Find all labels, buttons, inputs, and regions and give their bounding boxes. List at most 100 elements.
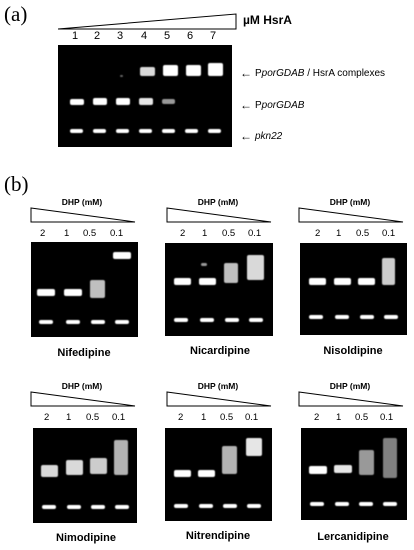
lane-number: 5 xyxy=(164,30,171,42)
control-band xyxy=(359,502,373,506)
conc-label: 2 xyxy=(314,412,320,423)
control-band xyxy=(199,504,213,508)
control-band xyxy=(208,129,221,133)
lane-number: 1 xyxy=(72,30,79,42)
complex-suffix: / HsrA complexes xyxy=(304,67,386,79)
dhp-label: DHP (mM) xyxy=(61,381,103,391)
arrow-left-icon: ← xyxy=(240,98,252,112)
hsra-gradient-triangle xyxy=(58,13,237,30)
free-probe-band xyxy=(70,99,84,105)
control-band xyxy=(174,318,188,322)
complex-band xyxy=(247,255,264,280)
conc-label: 0.1 xyxy=(245,412,259,423)
free-probe-band xyxy=(116,98,130,105)
complex-band xyxy=(198,470,215,477)
drug-name: Nitrendipine xyxy=(185,530,251,542)
complex-band xyxy=(309,278,326,285)
gel-lercanidipine xyxy=(301,428,407,520)
dhp-label: DHP (mM) xyxy=(197,381,239,391)
control-band xyxy=(223,504,237,508)
control-band xyxy=(91,505,105,509)
complex-band xyxy=(309,466,327,474)
free-probe-band xyxy=(139,98,153,105)
complex-band xyxy=(383,438,397,478)
control-band xyxy=(384,315,398,319)
control-annotation: ← pkn22 xyxy=(240,129,282,143)
complex-band xyxy=(113,252,131,259)
complex-band xyxy=(114,440,128,475)
dhp-gradient-triangle xyxy=(30,207,136,223)
conc-label: 1 xyxy=(201,412,207,423)
conc-label: 0.1 xyxy=(110,228,124,239)
free-probe-band xyxy=(93,98,107,105)
conc-label: 0.5 xyxy=(83,228,97,239)
control-band xyxy=(309,315,323,319)
conc-label: 0.5 xyxy=(356,228,370,239)
complex-band xyxy=(208,63,223,76)
control-band xyxy=(39,320,53,324)
complex-band xyxy=(201,263,207,266)
free-gene: porGDAB xyxy=(261,99,305,111)
complex-band xyxy=(199,278,216,285)
drug-name: Nimodipine xyxy=(56,532,116,544)
arrow-left-icon: ← xyxy=(240,66,252,80)
complex-band xyxy=(41,465,58,477)
dhp-gradient-triangle xyxy=(298,207,404,223)
control-band xyxy=(70,129,83,133)
control-band xyxy=(42,505,56,509)
hsra-concentration-header: µM HsrA xyxy=(243,13,292,27)
lane-number: 2 xyxy=(94,30,101,42)
conc-label: 0.5 xyxy=(222,228,236,239)
conc-label: 0.5 xyxy=(355,412,369,423)
lane-number: 4 xyxy=(141,30,148,42)
gel-nimodipine xyxy=(33,428,137,523)
complex-band xyxy=(246,438,262,456)
control-band xyxy=(249,318,263,322)
conc-label: 0.1 xyxy=(248,228,262,239)
conc-label: 2 xyxy=(178,412,184,423)
conc-label: 1 xyxy=(64,228,70,239)
gel-nisoldipine xyxy=(300,243,407,335)
dhp-gradient-triangle xyxy=(30,391,136,407)
conc-label: 2 xyxy=(44,412,50,423)
complex-band xyxy=(163,65,178,76)
dhp-label: DHP (mM) xyxy=(329,381,371,391)
control-band xyxy=(67,505,81,509)
gel-panel-a xyxy=(58,45,232,147)
complex-band xyxy=(224,263,238,283)
conc-label: 1 xyxy=(202,228,208,239)
conc-label: 1 xyxy=(336,228,342,239)
control-band xyxy=(116,129,129,133)
dhp-label: DHP (mM) xyxy=(329,197,371,207)
control-band xyxy=(185,129,198,133)
gel-nifedipine xyxy=(31,242,138,337)
lane-number: 7 xyxy=(210,30,217,42)
complex-band xyxy=(359,450,374,475)
complex-band xyxy=(66,460,83,475)
control-band xyxy=(162,129,175,133)
conc-label: 2 xyxy=(315,228,321,239)
conc-label: 0.5 xyxy=(86,412,100,423)
complex-band xyxy=(174,470,191,477)
control-band xyxy=(91,320,105,324)
control-band xyxy=(200,318,214,322)
conc-label: 1 xyxy=(66,412,72,423)
complex-band xyxy=(140,67,155,76)
conc-label: 2 xyxy=(40,228,46,239)
control-band xyxy=(335,315,349,319)
complex-band xyxy=(382,258,395,285)
drug-name: Lercanidipine xyxy=(317,531,389,543)
control-band xyxy=(225,318,239,322)
complex-band xyxy=(90,280,105,298)
arrow-left-icon: ← xyxy=(240,129,252,143)
conc-label: 0.5 xyxy=(220,412,234,423)
complex-band xyxy=(90,458,107,474)
control-band xyxy=(383,502,397,506)
gel-nitrendipine xyxy=(165,428,272,521)
control-band xyxy=(335,502,349,506)
conc-label: 0.1 xyxy=(382,228,396,239)
control-band xyxy=(310,502,324,506)
dhp-gradient-triangle xyxy=(166,207,272,223)
